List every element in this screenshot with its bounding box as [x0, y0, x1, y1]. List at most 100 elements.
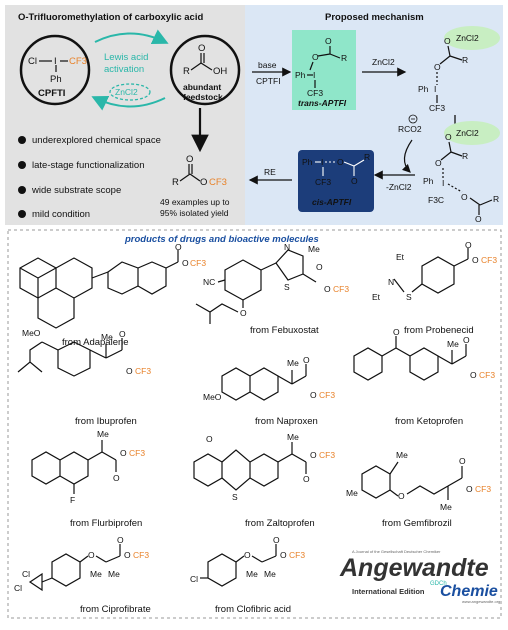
zncl2-step: ZnCl2 [372, 57, 395, 67]
int2-o-b: O [461, 192, 468, 202]
febuxostat-nc: NC [203, 277, 215, 287]
febuxostat-o-top: O [316, 262, 323, 272]
adapalene-meo: MeO [22, 328, 41, 338]
gemfibrozil-me-c: Me [440, 502, 452, 512]
clofibric-o-top: O [273, 535, 280, 545]
gemfibrozil-me-a: Me [346, 488, 358, 498]
label-ibuprofen: from Ibuprofen [75, 416, 137, 427]
ibuprofen-o: O [126, 366, 133, 376]
ciprofibrate-o-ether: O [88, 550, 95, 560]
ciprofibrate-o-top: O [117, 535, 124, 545]
febuxostat-s: S [284, 282, 290, 292]
flurbiprofen-cf3: CF3 [129, 448, 145, 458]
bullet-3: mild condition [32, 209, 90, 220]
probenecid-et-top: Et [396, 252, 405, 262]
rco2-label: RCO2 [398, 124, 422, 134]
clofibric-cf3: CF3 [289, 550, 305, 560]
cptfi-label: CPTFI [256, 76, 281, 86]
zncl2-a: ZnCl2 [456, 33, 479, 43]
gemfibrozil-o: O [466, 484, 473, 494]
probenecid-cf3: CF3 [481, 255, 497, 265]
flurbiprofen-me: Me [97, 429, 109, 439]
int2-o: O [435, 158, 442, 168]
re-label: RE [264, 167, 276, 177]
base-label: base [258, 60, 277, 70]
febuxostat-me: Me [308, 244, 320, 254]
label-zaltoprofen: from Zaltoprofen [245, 518, 315, 529]
zaltoprofen-cf3: CF3 [319, 450, 335, 460]
logo-tagline: A Journal of the Gesellschaft Deutscher … [352, 549, 441, 554]
zn-highlight-1 [444, 26, 500, 50]
cis-i: I [321, 157, 323, 167]
product-ketoprofen: O Me O O CF3 [353, 327, 495, 381]
reagent-i: I [54, 56, 57, 67]
int1-o: O [434, 62, 441, 72]
minus-zncl2: -ZnCl2 [386, 182, 412, 192]
naproxen-cf3: CF3 [319, 390, 335, 400]
cis-o-b: O [351, 176, 358, 186]
label-naproxen: from Naproxen [255, 416, 318, 427]
bullet-0: underexplored chemical space [32, 135, 161, 146]
cpfti-circle [19, 34, 91, 106]
logo-angewandte: Angewandte [339, 554, 489, 582]
adapalene-o-top: O [175, 242, 182, 252]
zncl2-b: ZnCl2 [456, 128, 479, 138]
product-ibuprofen: Me O O CF3 [17, 329, 151, 377]
feedstock-1: abundant [183, 82, 221, 92]
ketoprofen-o-keto: O [393, 327, 400, 337]
gemfibrozil-cf3: CF3 [475, 484, 491, 494]
adapalene-o: O [182, 258, 189, 268]
examples-1: 49 examples up to [160, 197, 230, 207]
gemfibrozil-o-top: O [459, 456, 466, 466]
cis-ph: Ph [302, 157, 313, 167]
febuxostat-o-ether: O [240, 308, 247, 318]
cis-o: O [337, 157, 344, 167]
bullet-1: late-stage functionalization [32, 160, 145, 171]
reagent-ph: Ph [50, 74, 62, 85]
int2-r-b: R [493, 194, 499, 204]
zaltoprofen-s: S [232, 492, 238, 502]
product-probenecid: Et N Et S O O CF3 [372, 240, 497, 302]
zncl2-cycle [109, 83, 151, 101]
lewis-label-2: activation [104, 64, 144, 75]
naproxen-o: O [310, 390, 317, 400]
probenecid-et: Et [372, 292, 381, 302]
adapalene-cf3: CF3 [190, 258, 206, 268]
ibuprofen-cf3: CF3 [135, 366, 151, 376]
product-febuxostat: NC N S Me O O CF3 O [195, 242, 349, 324]
product-naproxen: MeO Me O O CF3 [203, 355, 335, 402]
examples-2: 95% isolated yield [160, 208, 229, 218]
label-probenecid: from Probenecid [404, 325, 474, 336]
ketoprofen-o: O [470, 370, 477, 380]
ketoprofen-me: Me [447, 339, 459, 349]
naproxen-me: Me [287, 358, 299, 368]
trans-name: trans-APTFI [298, 98, 347, 108]
zaltoprofen-o-bot: O [303, 474, 310, 484]
product-cf3: CF3 [209, 177, 227, 188]
trans-o: O [312, 52, 319, 62]
febuxostat-n: N [284, 242, 290, 252]
int1-ph: Ph [418, 84, 429, 94]
label-adapalene: from Adapalene [62, 337, 129, 348]
ketoprofen-cf3: CF3 [479, 370, 495, 380]
trans-o-top: O [325, 36, 332, 46]
bullet-2: wide substrate scope [31, 185, 121, 196]
febuxostat-cf3: CF3 [333, 284, 349, 294]
label-clofibric-acid: from Clofibric acid [215, 604, 291, 615]
trans-i: I [313, 70, 315, 80]
clofibric-cl: Cl [190, 574, 198, 584]
label-febuxostat: from Febuxostat [250, 325, 319, 336]
logo-gdch: GDCh [430, 581, 447, 587]
ciprofibrate-me-b: Me [108, 569, 120, 579]
probenecid-o: O [472, 255, 479, 265]
ciprofibrate-cl-a: Cl [22, 569, 30, 579]
product-clofibric-acid: Cl O Me Me O O CF3 [190, 535, 305, 587]
logo-international: International Edition [352, 587, 425, 596]
product-flurbiprofen: F Me O O CF3 [31, 429, 145, 505]
int2-i: I [442, 178, 444, 188]
top-left-panel [5, 5, 245, 225]
label-flurbiprofen: from Flurbiprofen [70, 518, 142, 529]
trans-ph: Ph [295, 70, 306, 80]
